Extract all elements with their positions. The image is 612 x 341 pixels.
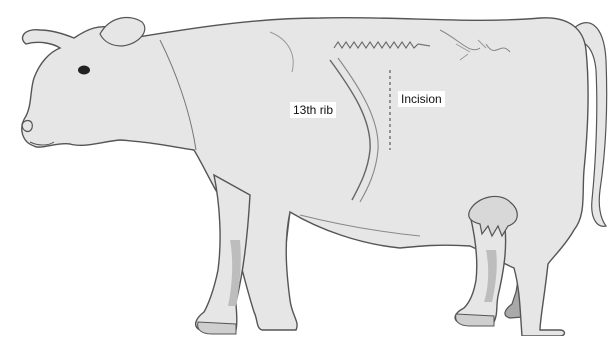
incision-label: Incision [398, 91, 445, 107]
eye-icon [78, 66, 90, 75]
near-front-leg [196, 175, 250, 330]
rib-label: 13th rib [290, 102, 336, 118]
hoof-front-near [198, 322, 236, 334]
cow-body [22, 18, 588, 336]
hoof-hind-near [456, 314, 494, 326]
